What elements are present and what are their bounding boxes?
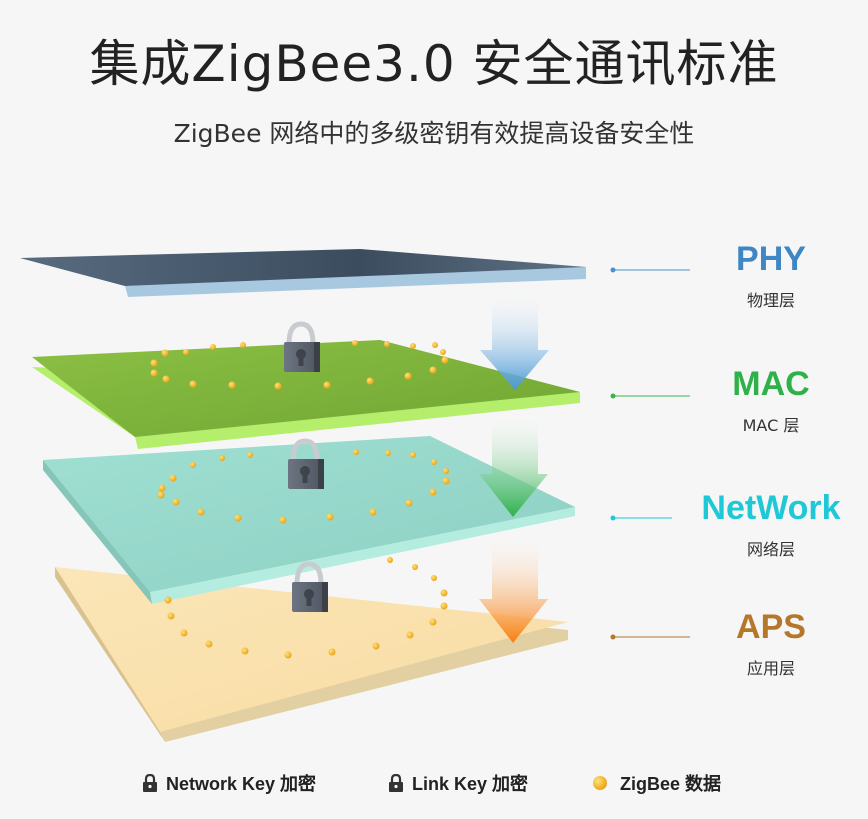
link-key-lock-icon-aps (292, 564, 328, 612)
layer-aps-plate (55, 567, 568, 742)
lock-icon (143, 774, 157, 792)
lock-icon (389, 774, 403, 792)
arrow-phy-to-mac (480, 288, 549, 390)
zigbee-data-dots-mac (150, 340, 449, 390)
layer-label-network: NetWork 网络层 (686, 490, 856, 560)
layer-subtitle: 网络层 (746, 540, 795, 559)
layer-name: NetWork (701, 489, 841, 527)
legend-label: ZigBee 数据 (620, 774, 722, 794)
legend-label: Link Key 加密 (412, 774, 529, 794)
legend-item-link-key: Link Key 加密 (388, 770, 528, 796)
page-title: 集成ZigBee3.0 安全通讯标准 (89, 35, 779, 93)
layer-label-aps: APS 应用层 (686, 609, 856, 679)
layer-label-phy: PHY 物理层 (686, 241, 856, 311)
data-dot-icon (593, 776, 607, 790)
layer-subtitle: 物理层 (746, 291, 795, 310)
legend-label: Network Key 加密 (166, 774, 317, 794)
layer-label-mac: MAC MAC 层 (686, 366, 856, 436)
label-connectors (610, 267, 690, 640)
arrow-mac-to-network (479, 410, 548, 517)
layer-mac-plate (32, 340, 580, 449)
arrow-network-to-aps (479, 530, 548, 643)
network-key-lock-icon-mac (284, 324, 320, 372)
layer-name: PHY (736, 240, 806, 278)
layer-subtitle: 应用层 (746, 659, 795, 678)
layer-subtitle: MAC 层 (742, 416, 800, 435)
legend: Network Key 加密 Link Key 加密 ZigBee 数据 (0, 770, 868, 794)
page-subtitle: ZigBee 网络中的多级密钥有效提高设备安全性 (173, 119, 695, 148)
zigbee-data-dots-aps (164, 557, 448, 659)
layer-name: APS (736, 608, 806, 646)
legend-item-network-key: Network Key 加密 (142, 770, 316, 796)
layer-phy-plate (20, 249, 586, 297)
legend-item-zigbee-data: ZigBee 数据 (592, 770, 721, 796)
zigbee-data-dots-network (157, 449, 450, 524)
layer-name: MAC (732, 365, 810, 403)
